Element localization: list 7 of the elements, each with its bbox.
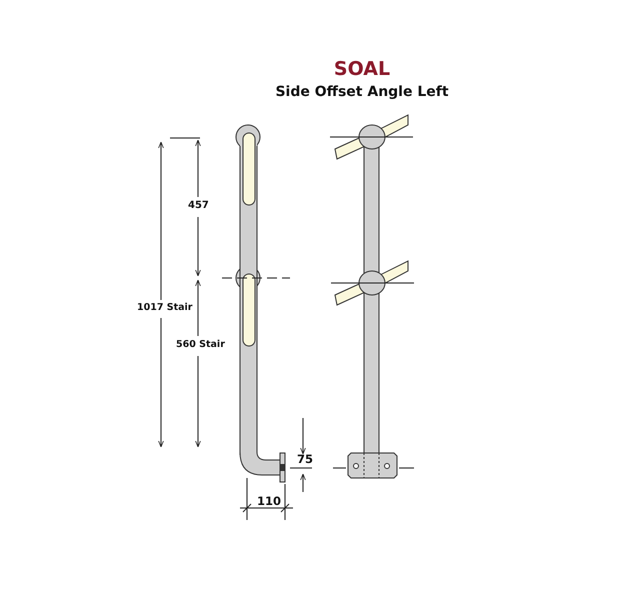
dimension-label: 457 [188, 200, 209, 211]
dimension-label: 1017 Stair [137, 302, 192, 313]
dimension-label: 560 Stair [176, 339, 225, 350]
diagram-subtitle: Side Offset Angle Left [275, 84, 449, 100]
dimension-label: 110 [257, 494, 282, 508]
dimension-label: 75 [297, 452, 314, 466]
diagram-title: SOAL [332, 58, 392, 80]
